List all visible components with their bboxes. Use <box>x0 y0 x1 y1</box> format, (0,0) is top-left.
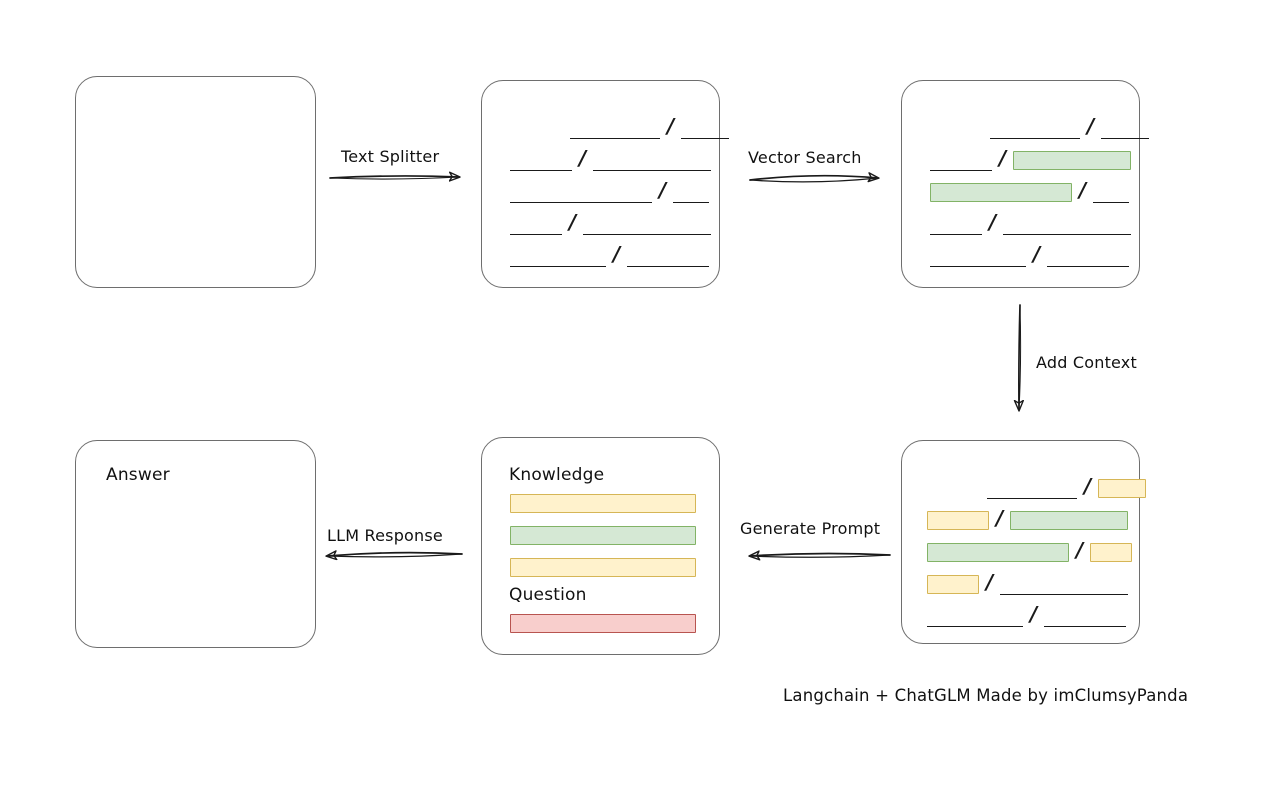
text-line-segment <box>930 149 992 171</box>
answer-line <box>108 569 320 591</box>
green-highlight-segment <box>930 182 1072 202</box>
separator-slash: / <box>989 210 997 234</box>
content-row: / <box>510 114 730 139</box>
green-highlight-segment <box>1013 150 1132 170</box>
content-row: / <box>510 178 710 203</box>
content-row: / <box>927 538 1133 563</box>
knowledge-label: Knowledge <box>509 465 605 485</box>
arrow-vector-search <box>749 176 878 183</box>
knowledge-bar <box>510 494 696 513</box>
doc-line <box>106 111 318 133</box>
separator-slash: / <box>569 210 577 234</box>
text-line-segment <box>593 149 712 171</box>
separator-slash: / <box>667 114 675 138</box>
separator-slash: / <box>996 506 1004 530</box>
content-row: / <box>510 146 712 171</box>
text-line-segment <box>1044 605 1127 627</box>
separator-slash: / <box>659 178 667 202</box>
row-list: / / / / / <box>902 441 1147 643</box>
text-line-segment <box>1003 213 1132 235</box>
text-line-segment <box>930 245 1026 267</box>
arrow-llm-response <box>327 553 463 557</box>
question-label: Question <box>509 585 587 605</box>
content-row: / <box>930 178 1130 203</box>
separator-slash: / <box>579 146 587 170</box>
footer-credit: Langchain + ChatGLM Made by imClumsyPand… <box>783 686 1189 705</box>
arrow-text-splitter <box>329 176 459 179</box>
row-list: / / / / / <box>902 81 1150 287</box>
separator-slash: / <box>1079 178 1087 202</box>
text-line-segment <box>1000 573 1129 595</box>
edge-label-add-context: Add Context <box>1036 353 1137 372</box>
content-row: / <box>930 242 1130 267</box>
text-line-segment <box>990 117 1080 139</box>
text-line-segment <box>987 477 1077 499</box>
node-prompt[interactable]: Knowledge Question <box>481 437 720 655</box>
text-line-segment <box>510 181 652 203</box>
answer-line <box>108 601 320 623</box>
separator-slash: / <box>986 570 994 594</box>
separator-slash: / <box>1033 242 1041 266</box>
doc-line <box>106 239 318 261</box>
doc-line <box>106 207 318 229</box>
content-row: / <box>927 506 1129 531</box>
text-line-segment <box>583 213 712 235</box>
question-bar <box>510 614 696 633</box>
edge-label-generate-prompt: Generate Prompt <box>740 519 881 538</box>
content-row: / <box>930 114 1150 139</box>
answer-label: Answer <box>106 465 170 485</box>
separator-slash: / <box>613 242 621 266</box>
text-line-segment <box>1093 181 1130 203</box>
text-line-segment <box>1047 245 1130 267</box>
separator-slash: / <box>1087 114 1095 138</box>
yellow-highlight-segment <box>1098 478 1147 498</box>
edge-label-llm-response: LLM Response <box>327 526 443 545</box>
node-context-added[interactable]: / / / / / <box>901 440 1147 644</box>
content-row: / <box>927 474 1147 499</box>
yellow-highlight-segment <box>927 574 979 594</box>
edge-label-vector-search: Vector Search <box>748 148 862 167</box>
text-line-segment <box>681 117 730 139</box>
text-line-segment <box>627 245 710 267</box>
content-row: / <box>510 242 710 267</box>
text-line-segment <box>927 605 1023 627</box>
arrow-generate-prompt <box>750 553 891 557</box>
content-row: / <box>510 210 712 235</box>
row-list <box>76 77 315 287</box>
text-line-segment <box>510 245 606 267</box>
doc-line <box>106 143 318 165</box>
green-highlight-segment <box>927 542 1069 562</box>
text-line-segment <box>510 149 572 171</box>
row-list <box>76 441 315 647</box>
arrow-add-context <box>1019 304 1021 410</box>
answer-line <box>108 537 320 559</box>
doc-line <box>106 175 318 197</box>
node-source-document[interactable] <box>75 76 316 288</box>
text-line-segment <box>1101 117 1150 139</box>
content-row: / <box>927 570 1129 595</box>
text-line-segment <box>510 213 562 235</box>
yellow-highlight-segment <box>1090 542 1133 562</box>
separator-slash: / <box>1030 602 1038 626</box>
content-row: / <box>930 210 1132 235</box>
yellow-highlight-segment <box>927 510 989 530</box>
row-list: / / / / / <box>482 81 730 287</box>
edge-label-text-splitter: Text Splitter <box>341 147 440 166</box>
node-split-chunks[interactable]: / / / / / <box>481 80 730 288</box>
node-answer[interactable]: Answer <box>75 440 316 648</box>
separator-slash: / <box>1084 474 1092 498</box>
separator-slash: / <box>1076 538 1084 562</box>
content-row: / <box>927 602 1127 627</box>
node-vector-matches[interactable]: / / / / / <box>901 80 1150 288</box>
green-highlight-segment <box>1010 510 1129 530</box>
text-line-segment <box>930 213 982 235</box>
content-row: / <box>930 146 1132 171</box>
text-line-segment <box>570 117 660 139</box>
separator-slash: / <box>999 146 1007 170</box>
knowledge-bar <box>510 526 696 545</box>
text-line-segment <box>673 181 710 203</box>
answer-line <box>108 505 320 527</box>
knowledge-bar <box>510 558 696 577</box>
